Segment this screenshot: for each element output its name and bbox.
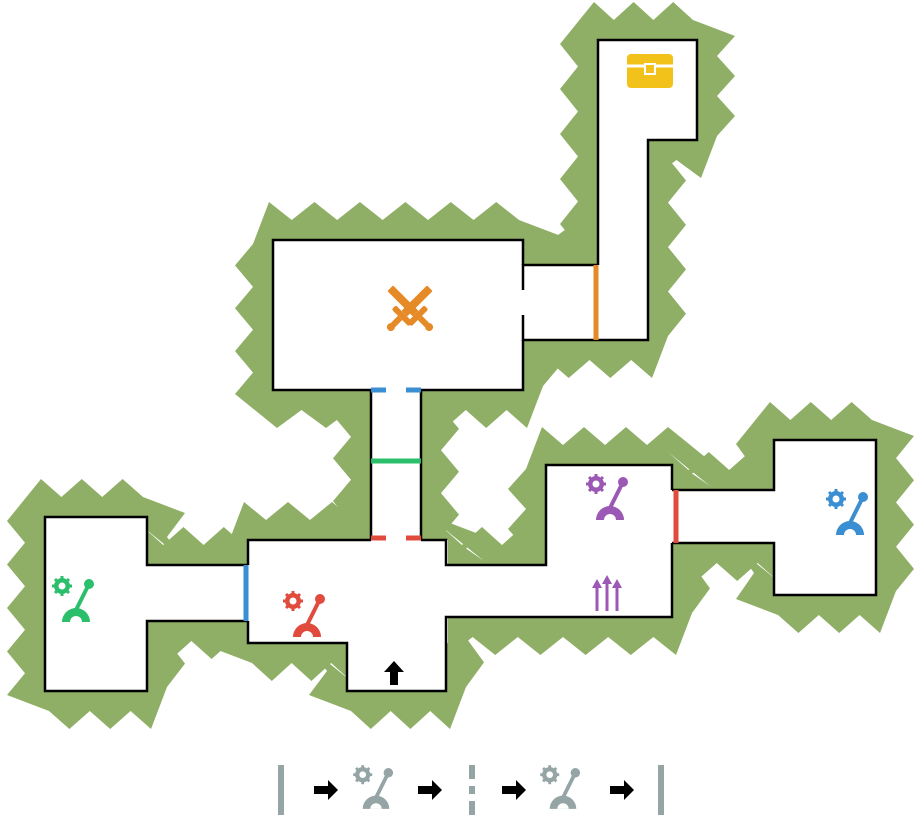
legend-dashed-bar: [469, 765, 475, 815]
lever-icon: [353, 765, 393, 809]
legend-sequence: [278, 765, 664, 815]
right-arrow-icon: [610, 780, 634, 800]
legend-solid-bar: [278, 765, 284, 815]
right-arrow-icon: [418, 780, 442, 800]
legend-solid-bar: [658, 765, 664, 815]
lever-icon: [540, 765, 580, 809]
triple-arrows-icon[interactable]: [592, 575, 622, 611]
right-arrow-icon: [502, 780, 526, 800]
right-arrow-icon: [314, 780, 338, 800]
treasure-chest-icon[interactable]: [627, 54, 673, 88]
